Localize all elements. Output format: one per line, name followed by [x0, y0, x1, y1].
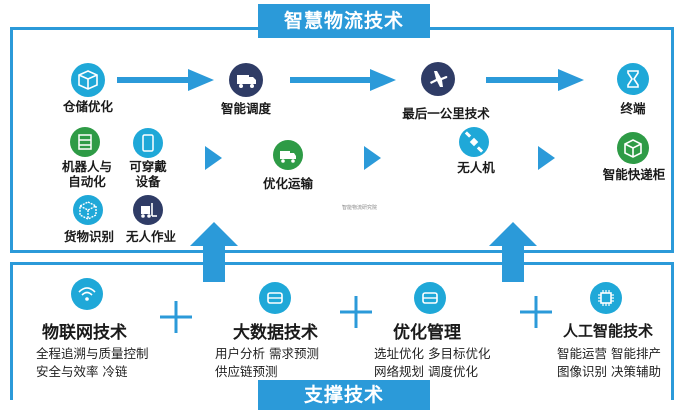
iot-line-2: 安全与效率 冷链 [36, 364, 128, 379]
iot-title: 物联网技术 [42, 323, 127, 343]
triangle-3 [538, 146, 555, 170]
flow-arrows [117, 69, 584, 333]
transport-node-circle [273, 140, 303, 170]
cargo-id-node-circle [73, 195, 103, 225]
bigdata-node-circle [259, 282, 291, 314]
hourglass-icon [627, 70, 639, 88]
terminal-node-circle [617, 63, 649, 95]
iot-node-circle [71, 278, 103, 310]
ai-node-circle [590, 282, 622, 314]
drone-node-circle [459, 127, 489, 157]
truck-icon [237, 75, 256, 88]
warehouse-label: 仓储优化 [62, 99, 113, 114]
airplane-icon [430, 71, 448, 87]
header-title: 智慧物流技术 [283, 10, 404, 32]
unmanned-work-label: 无人作业 [125, 229, 176, 244]
warehouse-node-circle [71, 63, 105, 97]
wearable-node-circle [133, 128, 163, 158]
up-arrow-left [190, 222, 238, 282]
storage-icon [422, 292, 438, 304]
bigdata-title: 大数据技术 [233, 323, 318, 343]
triangle-1 [205, 146, 222, 170]
terminal-label: 终端 [620, 101, 646, 116]
arrow-2 [290, 69, 396, 91]
optimization-line-2: 网络规划 调度优化 [374, 364, 478, 379]
wearable-label-text: 可穿戴 设备 [129, 159, 167, 189]
header-banner: 智慧物流技术 [258, 4, 430, 38]
delivery-truck-icon [280, 151, 296, 163]
dispatch-node-circle [229, 63, 263, 97]
locker-node-circle [617, 132, 649, 164]
wifi-icon [78, 287, 96, 301]
satellite-icon [464, 131, 484, 153]
chip-icon [598, 290, 614, 306]
drone-label: 无人机 [457, 160, 495, 175]
forklift-icon [141, 203, 157, 218]
ai-title: 人工智能技术 [563, 322, 654, 340]
unmanned-work-node-circle [133, 195, 163, 225]
optimization-node-circle [414, 282, 446, 314]
locker-label: 智能快递柜 [602, 167, 666, 182]
dispatch-label: 智能调度 [220, 101, 271, 116]
robot-node-circle [70, 127, 100, 157]
arrow-3 [486, 69, 584, 91]
cargo-id-label: 货物识别 [63, 229, 114, 244]
robot-label-text: 机器人与 自动化 [61, 159, 112, 189]
wearable-label: 可穿戴 设备 [120, 159, 176, 189]
up-arrow-right [489, 222, 537, 282]
box-icon [78, 70, 98, 90]
iot-line-1: 全程追溯与质量控制 [36, 346, 149, 361]
optimization-line-1: 选址优化 多目标优化 [374, 346, 491, 361]
robot-label: 机器人与 自动化 [56, 159, 118, 189]
last-mile-label: 最后一公里技术 [402, 106, 490, 121]
ai-line-2: 图像识别 决策辅助 [557, 364, 661, 379]
bigdata-line-1: 用户分析 需求预测 [215, 346, 319, 361]
cube-icon [79, 201, 97, 220]
bigdata-line-2: 供应链预测 [215, 364, 278, 379]
phone-icon [142, 134, 154, 152]
transport-label: 优化运输 [262, 176, 313, 191]
ai-line-1: 智能运营 智能排产 [557, 346, 661, 361]
package-box-icon [624, 139, 642, 158]
arrow-1 [117, 69, 214, 91]
watermark-text: 智能物流研究院 [342, 205, 378, 211]
database-icon [267, 292, 283, 304]
robot-arm-icon [78, 134, 92, 150]
triangle-2 [364, 146, 381, 170]
optimization-title: 优化管理 [393, 323, 461, 343]
last-mile-node-circle [421, 62, 455, 96]
bottom-frame [10, 262, 674, 400]
